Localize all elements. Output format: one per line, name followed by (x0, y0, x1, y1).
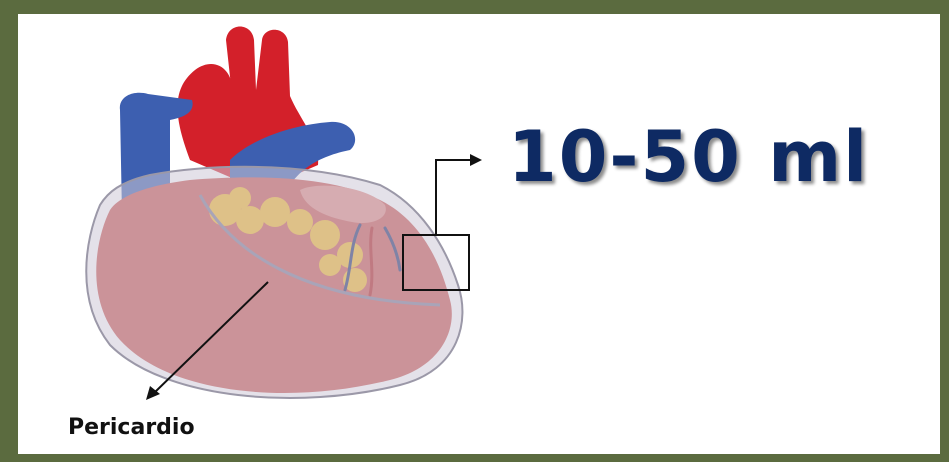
volume-connector-line (436, 160, 470, 235)
pericardial-fluid-volume: 10-50 ml (508, 116, 869, 198)
pericardium-label: Pericardio (68, 415, 195, 440)
pericardium-sac (86, 167, 462, 398)
volume-connector-arrowhead (470, 154, 482, 166)
